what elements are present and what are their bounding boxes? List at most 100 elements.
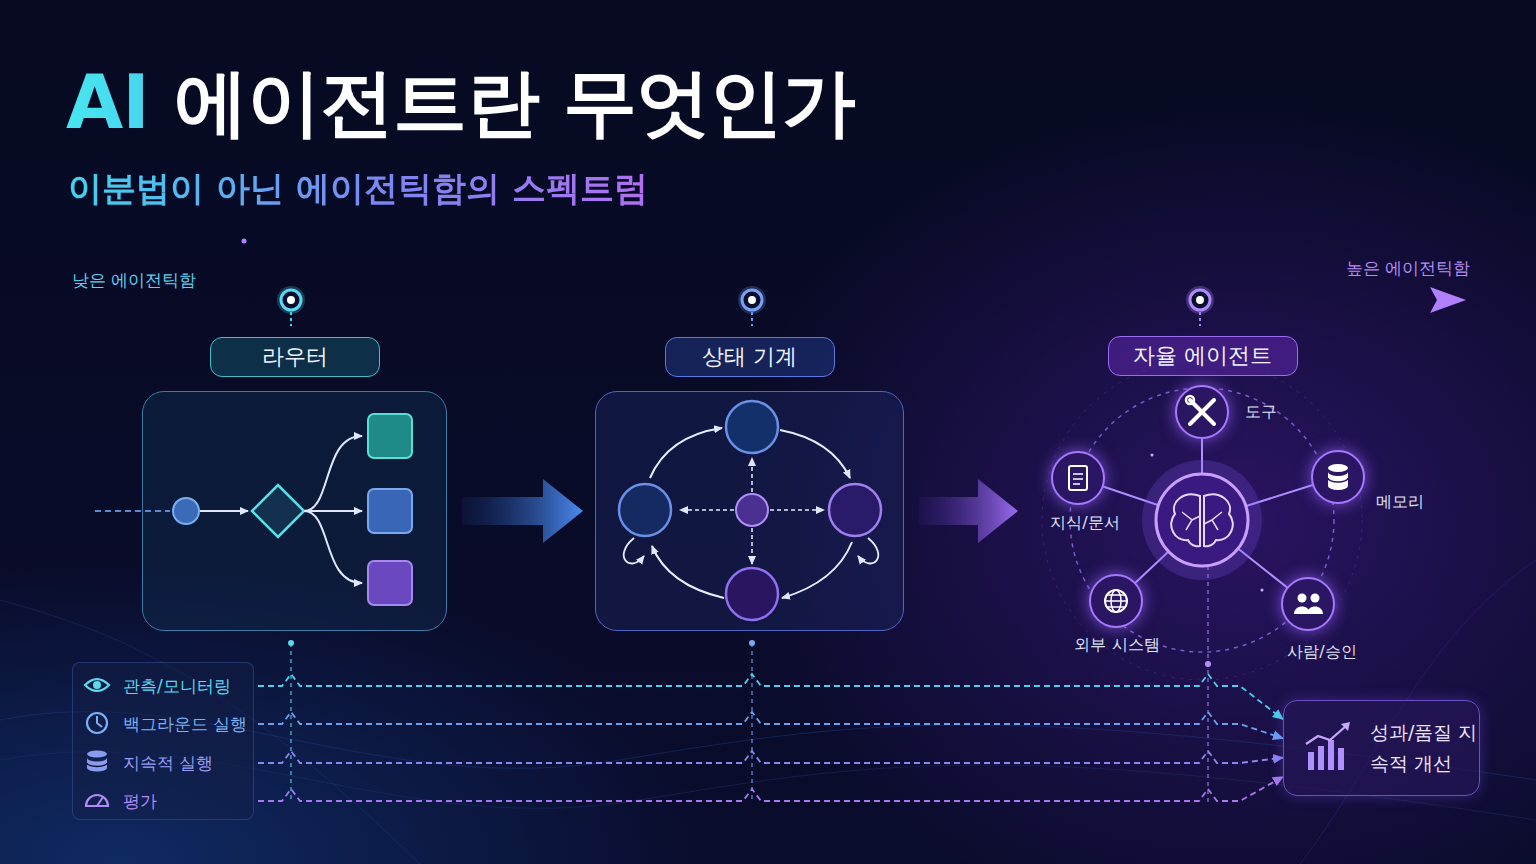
spectrum-arrowhead (1430, 287, 1466, 313)
branch-arrow (304, 436, 362, 511)
chart-icon (1306, 726, 1346, 744)
feature-list-box: 관측/모니터링백그라운드 실행지속적 실행평가 (72, 662, 254, 820)
capability-label: 메모리 (1376, 492, 1424, 512)
chart-icon (1318, 746, 1324, 770)
marker-glow (738, 286, 766, 314)
axis-label: 낮은 에이전틱함 (72, 268, 196, 292)
sparkle (1261, 589, 1264, 592)
outcome-text: 성과/품질 지속적 개선 (1370, 717, 1482, 779)
globe-icon (1111, 590, 1121, 612)
feature-item: 관측/모니터링 (123, 675, 231, 697)
document-icon (1073, 474, 1083, 484)
capability-label: 도구 (1245, 402, 1277, 422)
stage-heading: 상태 기계 (665, 337, 835, 377)
marker-core (1196, 296, 1204, 304)
chart-icon (1338, 748, 1344, 770)
drop-line (751, 643, 753, 802)
chart-icon (1341, 722, 1350, 731)
flow-line (258, 712, 1283, 738)
stage-arrow (919, 479, 1018, 543)
drop-line (1207, 566, 1209, 802)
drop-dot (749, 640, 755, 646)
capability-circle: 외부 시스템 (1089, 574, 1143, 628)
tick (751, 312, 753, 326)
state-center (736, 494, 768, 526)
transition-arrow (652, 546, 724, 598)
stage-panel: 상태 기계 (595, 391, 904, 631)
spectrum-marker (1190, 290, 1210, 310)
brain-icon (1204, 494, 1233, 546)
clock-icon (97, 716, 102, 727)
stage-panel: 자율 에이전트도구지식/문서메모리외부 시스템사람/승인 (1030, 380, 1375, 655)
feature-item: 평가 (123, 790, 157, 812)
document-icon (1069, 466, 1087, 490)
outcome-box: 성과/품질 지속적 개선 (1283, 700, 1480, 796)
chart-icon (1308, 752, 1314, 770)
axis-label: 높은 에이전틱함 (1346, 256, 1470, 280)
dashed-transition (751, 528, 753, 564)
capability-label: 외부 시스템 (1074, 635, 1159, 655)
database-icon (87, 758, 107, 772)
state-circle (726, 401, 778, 453)
state-circle (619, 484, 671, 536)
state-circle (829, 484, 881, 536)
people-icon (1298, 594, 1307, 603)
stage-heading: 자율 에이전트 (1108, 336, 1298, 376)
tool-icon (1190, 400, 1214, 424)
globe-icon (1105, 595, 1127, 607)
capability-circle: 사람/승인 (1281, 577, 1335, 631)
orbit-ring (1042, 360, 1362, 680)
marker-core (748, 296, 756, 304)
transition-arrow (782, 542, 852, 598)
subtitle: 이분법이 아닌 에이전틱함의 스펙트럼 (68, 168, 648, 209)
eye-icon (93, 681, 101, 689)
drop-dot (288, 640, 294, 646)
feature-item: 백그라운드 실행 (123, 713, 247, 735)
drop-line (290, 643, 292, 802)
gauge-icon (86, 795, 108, 806)
gauge-icon (97, 797, 103, 806)
tick (1199, 312, 1201, 326)
self-loop (624, 538, 644, 563)
database-icon (87, 763, 107, 767)
drop-dot (1205, 661, 1211, 667)
transition-arrow (650, 428, 722, 478)
wave-line (0, 600, 420, 864)
marker-glow (1186, 286, 1214, 314)
brain-core (1156, 474, 1248, 566)
state-circle (726, 568, 778, 620)
people-icon (1311, 594, 1320, 603)
flow-line (258, 674, 1283, 719)
decision-diamond (252, 485, 304, 537)
self-loop (858, 538, 878, 563)
capability-circle: 도구 (1175, 385, 1229, 439)
dashed-transition (751, 458, 753, 492)
brain-glow (1142, 460, 1262, 580)
eye-icon (85, 679, 109, 691)
spectrum-marker (742, 290, 762, 310)
brain-icon (1171, 494, 1200, 546)
input-line (95, 510, 170, 512)
branch-arrow (304, 511, 362, 583)
capability-circle: 지식/문서 (1051, 451, 1105, 505)
dashed-transition (680, 509, 734, 511)
dashed-transition (770, 509, 824, 511)
capability-label: 지식/문서 (1050, 513, 1119, 533)
stage-panel: 라우터 (142, 391, 447, 631)
sparkle (1151, 454, 1154, 457)
flow-line (258, 751, 1283, 763)
capability-circle: 메모리 (1311, 450, 1365, 504)
input-dot (173, 498, 199, 524)
branch-arrow (304, 510, 362, 512)
flow-arrow (200, 510, 248, 512)
marker-glow (277, 286, 305, 314)
route-box (368, 561, 412, 605)
flow-line (258, 777, 1283, 801)
tool-icon (1186, 396, 1194, 404)
stage-arrow (462, 479, 583, 543)
transition-arrow (780, 430, 850, 478)
tick (290, 312, 292, 326)
stage-heading: 라우터 (210, 337, 380, 377)
